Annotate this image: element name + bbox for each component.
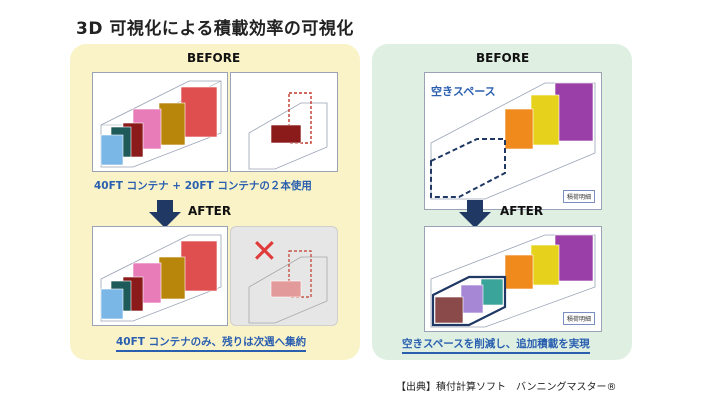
container-right-after-image: 積荷明細 bbox=[424, 226, 602, 332]
container-20ft-before-render bbox=[248, 92, 328, 170]
cargo-detail-tag-after: 積荷明細 bbox=[562, 312, 595, 325]
container-20ft-after-render bbox=[248, 250, 328, 324]
left-panel: BEFORE 40FT コンテナ + 20FT コンテナの２本使用 AFTER bbox=[70, 44, 360, 360]
down-arrow-icon bbox=[148, 200, 182, 232]
cargo-detail-tag: 積荷明細 bbox=[562, 190, 595, 203]
left-after-label: AFTER bbox=[188, 204, 232, 218]
container-40ft-after-image bbox=[92, 226, 228, 326]
left-before-label: BEFORE bbox=[187, 51, 241, 65]
left-after-caption: 40FT コンテナのみ、残りは次週へ集約 bbox=[116, 334, 307, 352]
container-right-before-image: 空きスペース 積荷明細 bbox=[424, 72, 602, 210]
container-20ft-after-image: ✕ bbox=[230, 226, 338, 326]
container-right-after-render bbox=[430, 234, 596, 328]
left-before-caption: 40FT コンテナ + 20FT コンテナの２本使用 bbox=[94, 180, 312, 192]
cross-mark-icon: ✕ bbox=[251, 232, 278, 270]
container-40ft-before-image bbox=[92, 72, 228, 172]
right-before-label: BEFORE bbox=[476, 51, 530, 65]
down-arrow-icon-right bbox=[458, 200, 492, 232]
right-after-label: AFTER bbox=[500, 204, 544, 218]
source-note: 【出典】積付計算ソフト バンニングマスター® bbox=[396, 382, 617, 393]
container-40ft-before-render bbox=[100, 80, 222, 168]
container-right-before-render bbox=[430, 82, 596, 200]
right-after-caption: 空きスペースを削減し、追加積載を実現 bbox=[402, 336, 590, 354]
empty-space-label: 空きスペース bbox=[431, 85, 496, 98]
page-title: 3D 可視化による積載効率の可視化 bbox=[76, 19, 354, 39]
container-40ft-after-render bbox=[100, 234, 222, 322]
container-20ft-before-image bbox=[230, 72, 338, 172]
right-panel: BEFORE 空きスペース 積荷明細 AFTER 積荷明細 空きスペースを削減し… bbox=[372, 44, 632, 360]
